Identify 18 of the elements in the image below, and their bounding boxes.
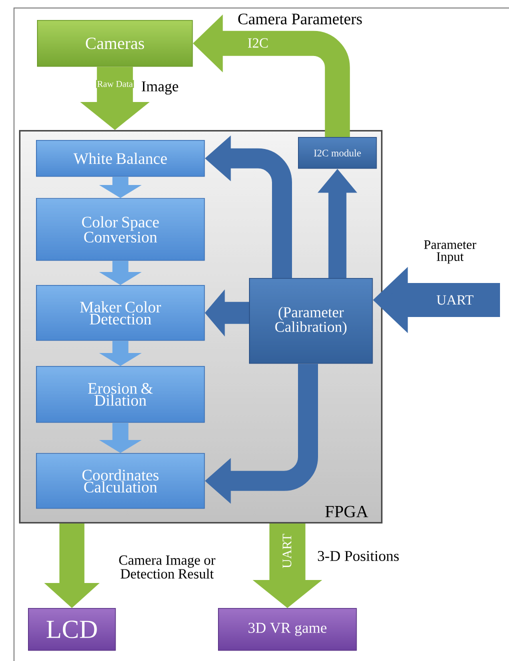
- process-box: White Balance: [36, 140, 205, 177]
- annotation: Parameter Input: [424, 240, 476, 264]
- annotation: Image: [142, 81, 178, 95]
- process-box: Coordinates Calculation: [36, 453, 205, 509]
- annotation: Camera Parameters: [238, 14, 362, 24]
- device-box: LCD: [28, 608, 116, 651]
- process-box: Color Space Conversion: [36, 198, 205, 261]
- device-box: Cameras: [37, 20, 193, 67]
- annotation: Camera Image or Detection Result: [119, 555, 216, 579]
- edge-label: UART: [282, 532, 292, 570]
- annotation: 3-D Positions: [318, 550, 399, 562]
- edge-label: Raw Data: [96, 80, 134, 88]
- module-box: I2C module: [298, 137, 377, 169]
- module-box: (Parameter Calibration): [249, 278, 373, 364]
- edge-label: I2C: [246, 37, 270, 49]
- device-box: 3D VR game: [218, 608, 357, 651]
- process-box: Maker Color Detection: [36, 285, 205, 341]
- process-box: Erosion & Dilation: [36, 366, 205, 423]
